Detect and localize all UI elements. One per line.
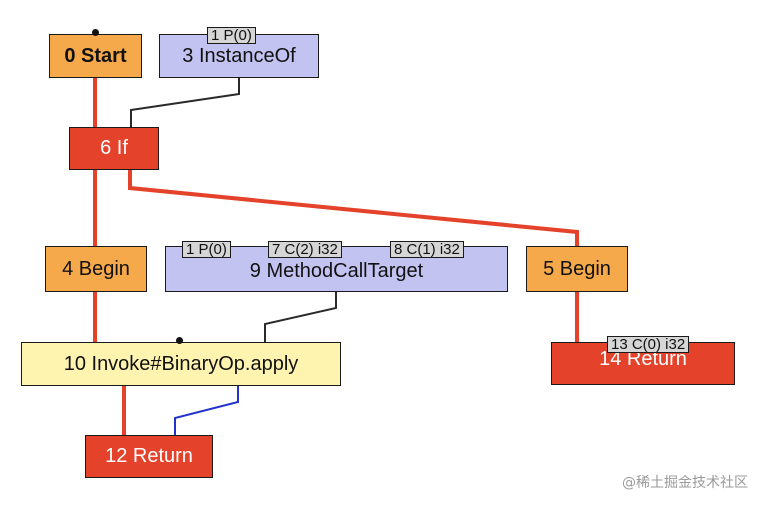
start-port-dot xyxy=(92,29,99,36)
node-return12[interactable]: 12 Return xyxy=(85,435,213,478)
edge-invoke-to-return12-value xyxy=(174,386,239,435)
watermark: @稀土掘金技术社区 xyxy=(622,475,748,491)
node-return14[interactable]: 14 Return xyxy=(551,342,735,385)
node-start[interactable]: 0 Start xyxy=(49,34,142,78)
input-tag-return14-c0: 13 C(0) i32 xyxy=(607,336,690,353)
edge-instanceof-to-if xyxy=(130,78,240,127)
input-tag-mct-p0: 1 P(0) xyxy=(182,241,231,258)
invoke-port-dot xyxy=(176,337,183,344)
input-tag-mct-c1: 8 C(1) i32 xyxy=(390,241,464,258)
node-invoke[interactable]: 10 Invoke#BinaryOp.apply xyxy=(21,342,341,386)
input-tag-mct-c2: 7 C(2) i32 xyxy=(268,241,342,258)
node-begin5[interactable]: 5 Begin xyxy=(526,246,628,292)
edge-if-to-begin5 xyxy=(128,170,579,246)
edge-methodcalltarget-to-invoke xyxy=(264,292,337,342)
node-if[interactable]: 6 If xyxy=(69,127,159,170)
node-begin4[interactable]: 4 Begin xyxy=(45,246,147,292)
input-tag-instanceof-p0: 1 P(0) xyxy=(207,27,256,44)
